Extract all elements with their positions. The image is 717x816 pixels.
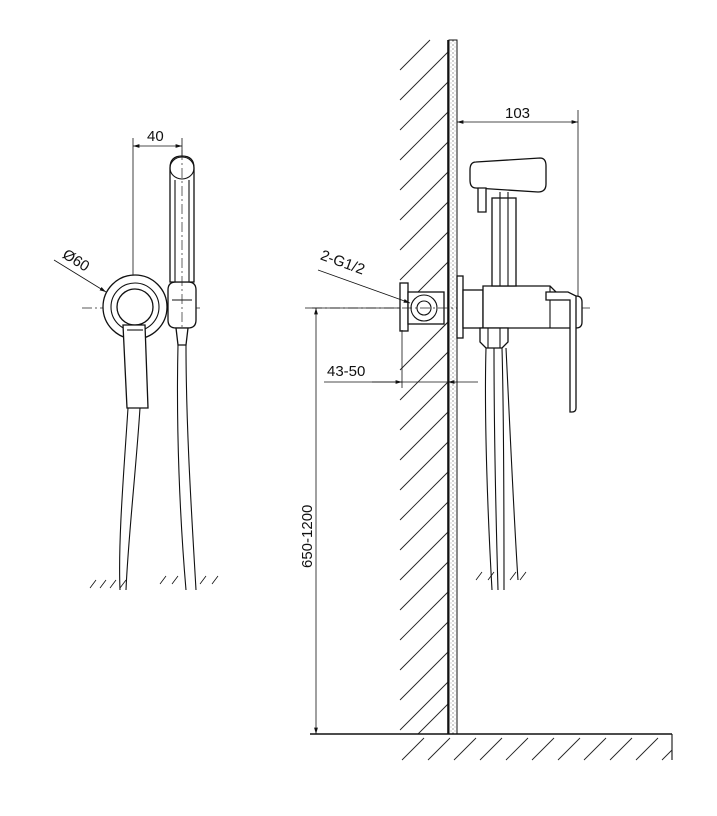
wall-depth-label: 43-50	[327, 363, 365, 380]
projection-label: 103	[505, 105, 530, 122]
front-view: 40 Ø60	[53, 128, 219, 591]
side-view: 2-G1/2 103	[299, 39, 673, 761]
diameter-label: Ø60	[59, 246, 92, 275]
wall-hatching	[399, 39, 449, 735]
thread-label: 2-G1/2	[318, 247, 367, 279]
height-label: 650-1200	[299, 505, 316, 568]
width-dimension-label: 40	[147, 128, 164, 145]
floor-hatching	[401, 737, 673, 761]
